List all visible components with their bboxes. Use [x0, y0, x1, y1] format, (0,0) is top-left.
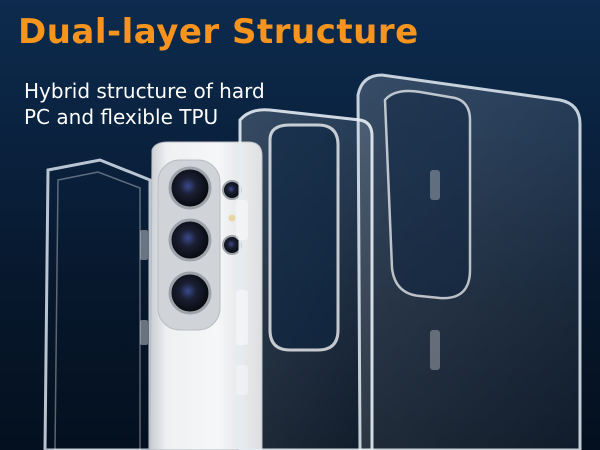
subline-line-1: Hybrid structure of hard — [24, 79, 265, 103]
subline-line-2: PC and flexible TPU — [24, 105, 219, 129]
headline: Dual-layer Structure — [18, 12, 419, 52]
outer-clear-case — [356, 73, 582, 450]
pc-back-shell — [236, 108, 374, 450]
subline: Hybrid structure of hard PC and flexible… — [24, 78, 265, 130]
tpu-bumper — [43, 158, 152, 450]
phone — [149, 141, 263, 450]
